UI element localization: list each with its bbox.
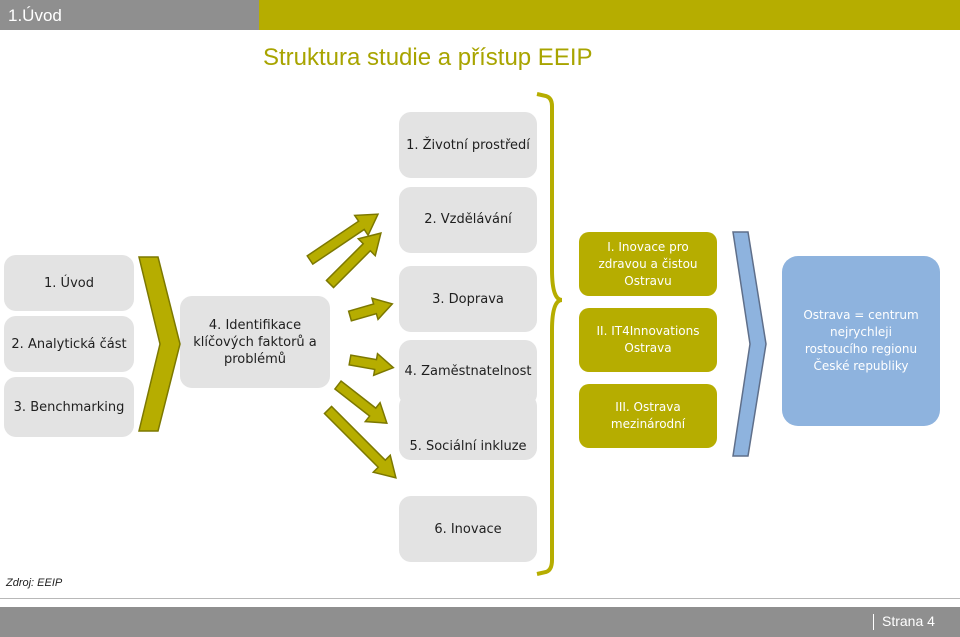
- fan-arrow-4: [348, 352, 395, 377]
- page-number: Strana 4: [882, 613, 935, 629]
- header-bar: [0, 0, 259, 30]
- benchmarking-label: 3. Benchmarking: [13, 400, 125, 415]
- programme-box-1: I. Inovace pro zdravou a čistou Ostravu: [579, 232, 717, 296]
- programme-label-3: III. Ostrava mezinárodní: [610, 400, 686, 431]
- identifikace-box: 4. Identifikace klíčových faktorů a prob…: [180, 296, 330, 388]
- uvod-box: 1. Úvod: [4, 255, 134, 311]
- theme-label-5: 5. Sociální inkluze: [409, 439, 527, 454]
- footer-bar: [0, 607, 960, 637]
- big-arrow-left: [138, 256, 181, 432]
- fan-arrow-1: [306, 213, 380, 266]
- section-title: 1.Úvod: [8, 6, 62, 25]
- theme-box-1: 1. Životní prostředí: [399, 112, 537, 178]
- theme-box-6: 6. Inovace: [399, 496, 537, 562]
- fan-arrow-3: [347, 297, 394, 322]
- footer-divider: [0, 598, 960, 599]
- theme-label-2: 2. Vzdělávání: [424, 212, 512, 227]
- analyticka-box: 2. Analytická část: [4, 316, 134, 372]
- identifikace-label: 4. Identifikace klíčových faktorů a prob…: [193, 317, 317, 367]
- theme-label-6: 6. Inovace: [434, 521, 502, 537]
- header-accent-bar: [259, 0, 960, 30]
- programme-box-2: II. IT4Innovations Ostrava: [579, 308, 717, 372]
- fan-arrow-6: [323, 405, 397, 479]
- page-title: Struktura studie a přístup EEIP: [263, 44, 593, 71]
- big-arrow-right: [732, 231, 767, 457]
- analyticka-label: 2. Analytická část: [11, 336, 127, 352]
- footer-separator: [873, 614, 874, 630]
- theme-label-3: 3. Doprava: [432, 291, 504, 307]
- bracket: [536, 92, 563, 576]
- vision-box: Ostrava = centrum nejrychleji rostoucího…: [782, 256, 940, 426]
- source-note: Zdroj: EEIP: [6, 577, 63, 589]
- theme-box-2: 2. Vzdělávání: [399, 187, 537, 253]
- theme-label-1: 1. Životní prostředí: [406, 137, 530, 153]
- theme-box-3: 3. Doprava: [399, 266, 537, 332]
- programme-box-3: III. Ostrava mezinárodní: [579, 384, 717, 448]
- uvod-label: 1. Úvod: [44, 275, 94, 291]
- programme-label-2: II. IT4Innovations Ostrava: [596, 324, 700, 355]
- fan-arrow-5: [333, 380, 388, 425]
- benchmarking-box: 3. Benchmarking: [4, 377, 134, 437]
- programme-label-1: I. Inovace pro zdravou a čistou Ostravu: [598, 239, 698, 288]
- fan-arrow-2: [325, 232, 382, 289]
- theme-label-4: 4. Zaměstnatelnost: [404, 364, 532, 379]
- vision-label: Ostrava = centrum nejrychleji rostoucího…: [803, 308, 919, 373]
- theme-box-5-bg: 5. Sociální inkluze: [399, 394, 537, 460]
